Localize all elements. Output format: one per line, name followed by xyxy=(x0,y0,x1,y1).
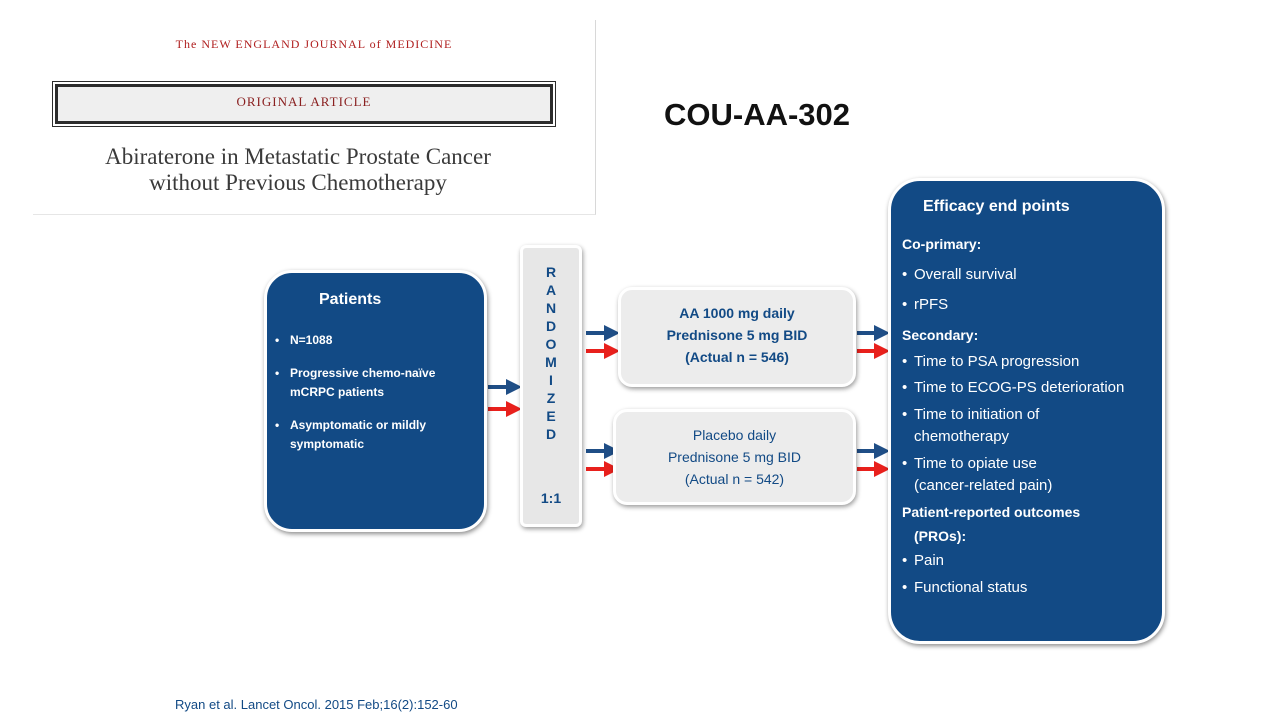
article-title-line-2: without Previous Chemotherapy xyxy=(149,170,447,195)
randomized-letter: I xyxy=(549,372,553,388)
randomized-box: R A N D O M I Z E D 1:1 xyxy=(520,245,582,527)
coprimary-label: Co-primary: xyxy=(902,236,982,252)
efficacy-endpoints-box: Efficacy end points Co-primary: •Overall… xyxy=(888,178,1165,644)
arm-line: Prednisone 5 mg BID xyxy=(667,449,802,465)
study-title: COU-AA-302 xyxy=(664,97,851,132)
arm-line: Placebo daily xyxy=(692,427,777,443)
efficacy-title: Efficacy end points xyxy=(923,198,1070,215)
article-type-label: ORIGINAL ARTICLE xyxy=(236,94,372,109)
secondary-label: Secondary: xyxy=(902,327,979,343)
arm-placebo-box: Placebo daily Prednisone 5 mg BID (Actua… xyxy=(613,409,856,505)
patients-item: Asymptomatic or mildly symptomatic xyxy=(275,416,475,454)
article-type-banner: ORIGINAL ARTICLE xyxy=(52,81,556,127)
patients-item: N=1088 xyxy=(275,331,475,350)
randomization-ratio: 1:1 xyxy=(540,490,562,506)
pro-label: Patient-reported outcomes xyxy=(902,504,1081,520)
endpoint-item: •Time to initiation of xyxy=(902,406,1040,423)
arm-line: Prednisone 5 mg BID xyxy=(666,327,808,343)
patients-title: Patients xyxy=(319,291,382,308)
randomized-letter: R xyxy=(545,264,557,280)
article-title-line-1: Abiraterone in Metastatic Prostate Cance… xyxy=(105,144,491,169)
endpoint-item: •Overall survival xyxy=(902,266,1017,283)
arm-abiraterone-box: AA 1000 mg daily Prednisone 5 mg BID (Ac… xyxy=(618,287,856,387)
pro-label-continued: (PROs): xyxy=(914,528,967,544)
arm-line: (Actual n = 542) xyxy=(684,471,785,487)
randomized-letter: D xyxy=(545,426,557,442)
randomized-letter: E xyxy=(546,408,556,424)
patients-box: Patients N=1088 Progressive chemo-naïve … xyxy=(264,270,487,532)
arm-line: AA 1000 mg daily xyxy=(679,305,795,321)
article-title: Abiraterone in Metastatic Prostate Cance… xyxy=(33,144,563,196)
endpoint-item: •Functional status xyxy=(902,579,1028,596)
endpoint-item: •Time to ECOG-PS deterioration xyxy=(902,379,1125,396)
endpoint-item-continued: chemotherapy xyxy=(914,428,1010,445)
patients-list: N=1088 Progressive chemo-naïve mCRPC pat… xyxy=(275,331,475,468)
patients-item: Progressive chemo-naïve mCRPC patients xyxy=(275,364,475,402)
randomized-letter: M xyxy=(545,354,557,370)
randomized-letter: A xyxy=(545,282,557,298)
journal-header-image: The NEW ENGLAND JOURNAL of MEDICINE ORIG… xyxy=(33,20,596,215)
endpoint-item: •Pain xyxy=(902,552,945,569)
randomized-letter: Z xyxy=(546,390,556,406)
arm-line: (Actual n = 546) xyxy=(685,349,789,365)
journal-name: The NEW ENGLAND JOURNAL of MEDICINE xyxy=(175,37,453,51)
randomized-letter: O xyxy=(545,336,557,352)
endpoint-item: •Time to PSA progression xyxy=(902,353,1080,370)
citation: Ryan et al. Lancet Oncol. 2015 Feb;16(2)… xyxy=(175,697,458,712)
randomized-letter: N xyxy=(545,300,557,316)
endpoint-item: •Time to opiate use xyxy=(902,455,1037,472)
endpoint-item: •rPFS xyxy=(902,296,949,313)
randomized-label: R A N D O M I Z E D xyxy=(523,263,579,443)
endpoint-item-continued: (cancer-related pain) xyxy=(914,477,1053,494)
randomized-letter: D xyxy=(545,318,557,334)
